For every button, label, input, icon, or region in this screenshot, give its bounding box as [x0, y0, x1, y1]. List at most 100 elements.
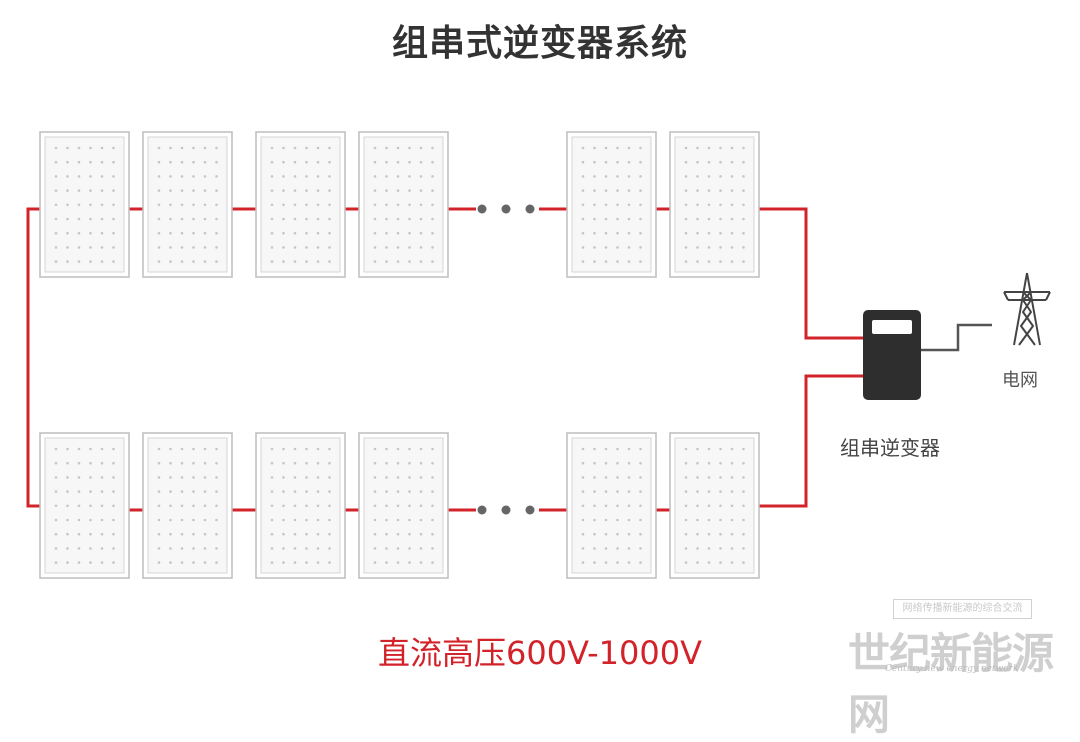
cell-dot [604, 561, 608, 564]
cell-dot [408, 461, 411, 465]
solar-panel [142, 432, 233, 579]
cell-dot [305, 447, 308, 451]
cell-dot [696, 447, 699, 451]
cell-dot [408, 561, 411, 564]
cell-dot [408, 260, 411, 263]
cell-dot [385, 461, 388, 465]
cell-dot [419, 547, 423, 550]
cell-dot [742, 547, 745, 550]
cell-dot [385, 175, 388, 178]
cell-dot [293, 175, 297, 178]
ellipsis-dot [477, 505, 487, 515]
cell-dot [282, 476, 285, 479]
cell-dot [373, 189, 377, 192]
cell-dot [89, 504, 92, 508]
cell-dot [385, 476, 388, 479]
cell-dot [282, 447, 285, 451]
cell-dot [305, 203, 308, 207]
cell-dot [77, 447, 81, 451]
cell-dot [639, 547, 642, 550]
cell-dot [408, 504, 411, 508]
cell-dot [270, 504, 274, 508]
cell-dot [639, 561, 642, 564]
ellipsis-dots [477, 204, 535, 515]
cell-dot [77, 175, 81, 178]
cell-dot [373, 518, 377, 522]
cell-dot [180, 260, 184, 263]
cell-dot [305, 504, 308, 508]
cell-dot [66, 461, 69, 465]
cell-dot [593, 160, 596, 164]
cell-dot [373, 490, 377, 493]
cell-dot [100, 547, 104, 550]
cell-dot [639, 160, 642, 164]
cell-dot [192, 504, 195, 508]
cell-dot [639, 246, 642, 249]
cell-dot [66, 203, 69, 207]
cell-dot [684, 217, 688, 221]
cell-dot [215, 160, 218, 164]
cell-dot [77, 476, 81, 479]
cell-dot [293, 476, 297, 479]
cell-dot [696, 160, 699, 164]
cell-dot [282, 504, 285, 508]
cell-dot [419, 260, 423, 263]
cell-dot [707, 561, 711, 564]
cell-dot [581, 189, 585, 192]
cell-dot [305, 532, 308, 536]
cell-dot [604, 461, 608, 465]
cell-dot [396, 504, 400, 508]
cell-dot [54, 532, 58, 536]
cell-dot [707, 203, 711, 207]
cell-dot [293, 518, 297, 522]
cell-dot [157, 476, 161, 479]
cell-dot [112, 175, 115, 178]
cell-dot [180, 447, 184, 451]
cell-dot [66, 476, 69, 479]
cell-dot [616, 246, 619, 249]
cell-dot [270, 160, 274, 164]
cell-dot [215, 146, 218, 150]
cell-dot [419, 561, 423, 564]
cell-dot [77, 532, 81, 536]
cell-dot [157, 217, 161, 221]
cell-dot [66, 447, 69, 451]
cell-dot [328, 547, 331, 550]
cell-dot [684, 461, 688, 465]
cell-dot [203, 175, 207, 178]
cell-dot [66, 561, 69, 564]
cell-dot [684, 203, 688, 207]
cell-dot [112, 203, 115, 207]
cell-dot [639, 447, 642, 451]
cell-dot [282, 146, 285, 150]
cell-dot [203, 231, 207, 235]
cell-dot [719, 260, 722, 263]
cell-dot [616, 504, 619, 508]
cell-dot [203, 203, 207, 207]
cell-dot [192, 561, 195, 564]
cell-dot [616, 532, 619, 536]
cell-dot [373, 175, 377, 178]
cell-dot [707, 547, 711, 550]
cell-dot [431, 203, 434, 207]
cell-dot [157, 561, 161, 564]
cell-dot [328, 518, 331, 522]
cell-dot [639, 461, 642, 465]
cell-dot [328, 217, 331, 221]
cell-dot [627, 231, 631, 235]
cell-dot [719, 246, 722, 249]
cell-dot [192, 231, 195, 235]
cell-dot [203, 504, 207, 508]
cell-dot [742, 518, 745, 522]
cell-dot [54, 189, 58, 192]
cell-dot [100, 447, 104, 451]
panel-cells [44, 437, 125, 574]
cell-dot [627, 504, 631, 508]
cell-dot [203, 532, 207, 536]
cell-dot [169, 476, 172, 479]
cell-dot [604, 175, 608, 178]
cell-dot [270, 189, 274, 192]
cell-dot [408, 189, 411, 192]
cell-dot [627, 547, 631, 550]
cell-dot [270, 561, 274, 564]
